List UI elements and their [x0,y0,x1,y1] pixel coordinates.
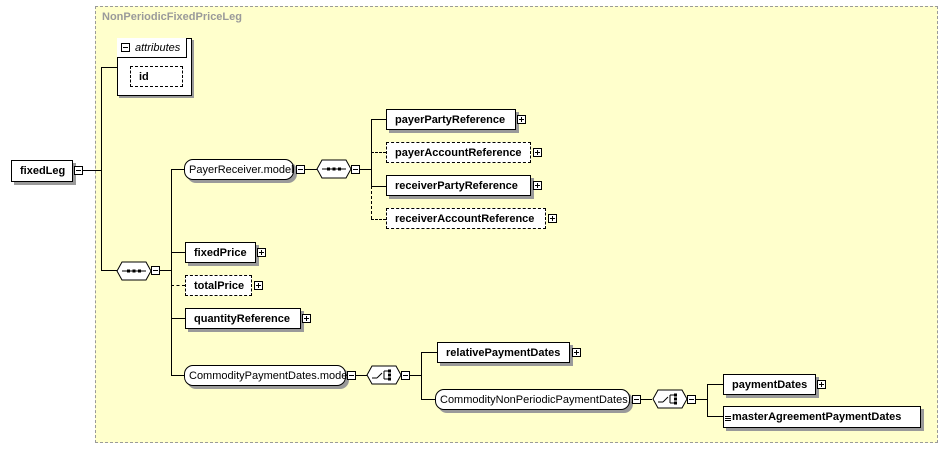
element-payer-party-reference[interactable]: payerPartyReference [386,109,516,130]
main-sequence-collapse-icon[interactable] [151,266,160,275]
connector [410,375,421,376]
attributes-label: attributes [135,42,181,54]
payer-receiver-sequence-collapse-icon[interactable] [351,165,360,174]
main-sequence-compositor[interactable] [116,261,152,281]
complex-type-title: NonPeriodicFixedPriceLeg [102,11,242,23]
connector [171,318,185,319]
payer-receiver-collapse-icon[interactable] [296,165,305,174]
non-periodic-collapse-icon[interactable] [632,395,641,404]
connector [371,152,386,153]
quantity-reference-expand-icon[interactable] [302,314,311,323]
connector [421,352,422,400]
connector [101,67,102,271]
element-payment-dates[interactable]: paymentDates [723,374,816,395]
connector [101,67,117,68]
non-periodic-choice-compositor[interactable] [652,389,688,409]
connector [371,186,372,219]
connector [171,375,185,376]
element-fixed-price[interactable]: fixedPrice [185,242,256,263]
connector [371,186,386,187]
fixed-price-expand-icon[interactable] [257,248,266,257]
commodity-payment-dates-choice-collapse-icon[interactable] [401,371,410,380]
non-periodic-choice-collapse-icon[interactable] [687,395,696,404]
connector [171,252,185,253]
connector [707,384,723,385]
relative-payment-dates-expand-icon[interactable] [572,348,581,357]
payer-party-reference-expand-icon[interactable] [517,115,526,124]
commodity-payment-dates-model-group[interactable]: CommodityPaymentDates.model [184,365,350,386]
element-receiver-party-reference[interactable]: receiverPartyReference [386,175,531,196]
element-relative-payment-dates[interactable]: relativePaymentDates [437,342,570,363]
connector [305,169,317,170]
root-element-fixedleg[interactable]: fixedLeg [11,160,73,182]
payment-dates-expand-icon[interactable] [817,380,826,389]
attribute-id[interactable]: id [130,66,183,87]
attributes-header [117,38,187,58]
connector [371,219,386,220]
commodity-non-periodic-payment-dates-group[interactable]: CommodityNonPeriodicPaymentDates... [435,389,637,410]
commodity-payment-dates-choice-compositor[interactable] [366,365,402,385]
element-receiver-account-reference[interactable]: receiverAccountReference [386,208,546,229]
element-quantity-reference[interactable]: quantityReference [185,308,301,329]
connector [421,352,437,353]
simple-content-icon [725,408,731,421]
total-price-expand-icon[interactable] [254,281,263,290]
receiver-party-reference-expand-icon[interactable] [533,181,542,190]
connector [160,270,171,271]
element-payer-account-reference[interactable]: payerAccountReference [386,142,531,163]
connector [101,270,117,271]
connector [171,169,172,376]
connector [360,169,371,170]
connector [171,169,185,170]
connector [356,375,367,376]
payer-account-reference-expand-icon[interactable] [533,148,542,157]
payer-receiver-sequence-compositor[interactable] [316,159,352,179]
connector [371,119,386,120]
connector [707,384,708,416]
connector [696,399,707,400]
fixedleg-collapse-icon[interactable] [74,166,83,175]
connector [641,399,652,400]
connector [421,399,436,400]
payer-receiver-model-group[interactable]: PayerReceiver.model [184,159,294,180]
commodity-payment-dates-collapse-icon[interactable] [347,371,356,380]
connector [171,285,185,286]
element-total-price[interactable]: totalPrice [185,275,252,296]
connector [83,170,101,171]
connector [707,416,723,417]
receiver-account-reference-expand-icon[interactable] [548,214,557,223]
attributes-collapse-icon[interactable] [121,43,130,52]
element-master-agreement-payment-dates[interactable]: masterAgreementPaymentDates [723,406,921,428]
